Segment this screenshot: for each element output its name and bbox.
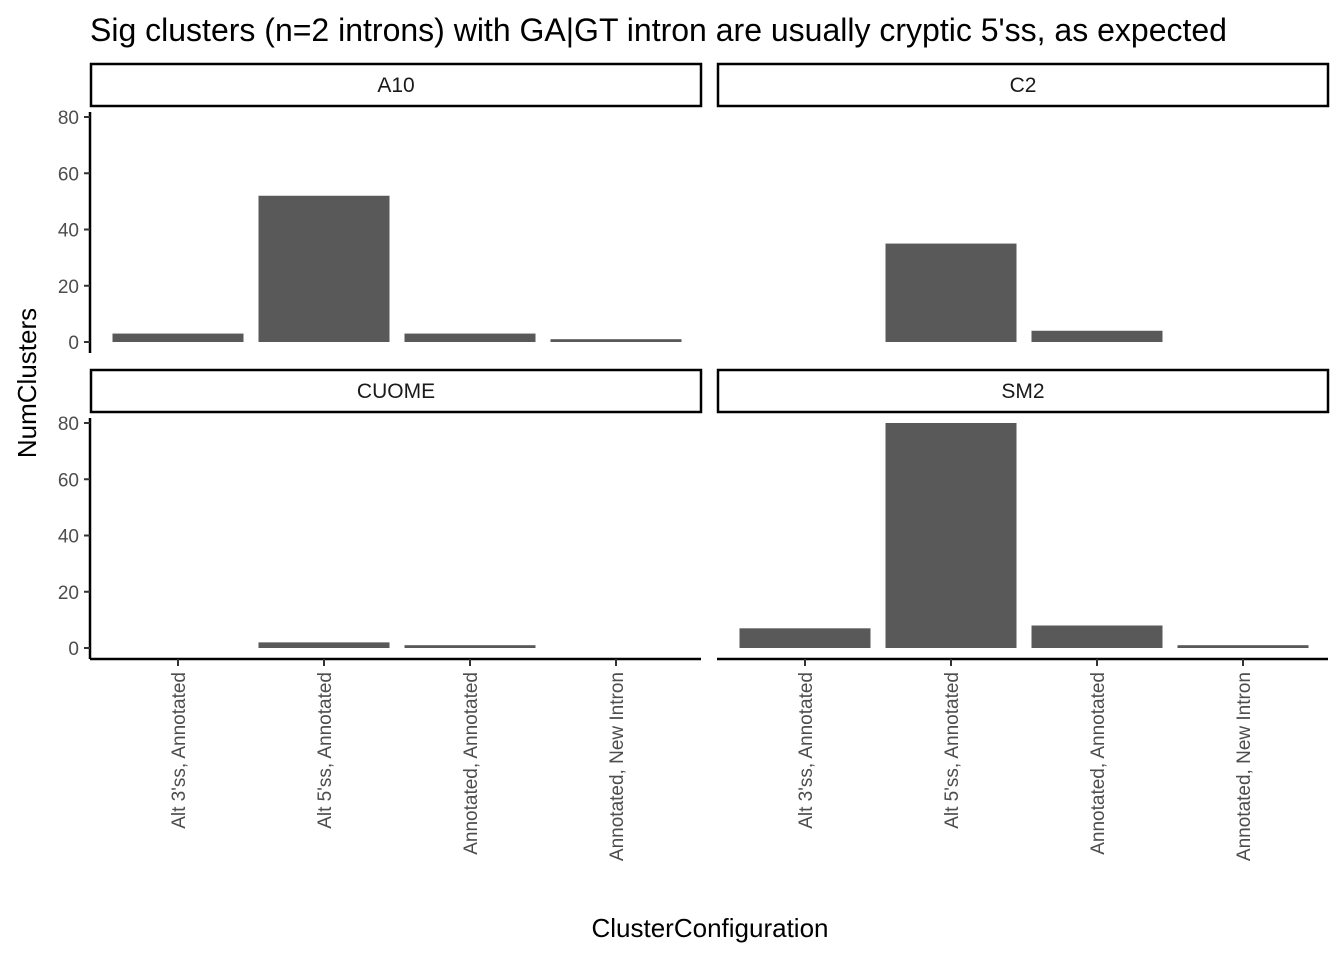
- y-tick-label: 40: [58, 527, 79, 548]
- facet-strip-label: C2: [1010, 74, 1037, 97]
- bar: [739, 628, 871, 648]
- bar: [1031, 625, 1163, 648]
- y-tick-label: 0: [68, 639, 79, 660]
- x-tick-label: Alt 3'ss, Annotated: [796, 672, 817, 829]
- y-tick-label: 80: [58, 108, 79, 129]
- y-tick-label: 60: [58, 470, 79, 491]
- x-tick-label: Annotated, Annotated: [1088, 672, 1109, 855]
- facet-strip-label: SM2: [1001, 380, 1044, 403]
- bar: [404, 333, 536, 342]
- y-tick-label: 40: [58, 221, 79, 242]
- x-tick-label: Annotated, New Intron: [1234, 672, 1255, 861]
- bar: [258, 642, 390, 648]
- facet-strip: [89, 368, 703, 414]
- y-tick-label: 80: [58, 414, 79, 435]
- y-axis-title: NumClusters: [12, 308, 42, 458]
- x-axis-title: ClusterConfiguration: [591, 913, 828, 943]
- facet-strip: [716, 62, 1330, 108]
- y-tick-label: 60: [58, 164, 79, 185]
- x-tick-label: Annotated, Annotated: [461, 672, 482, 855]
- facet-strip: [716, 368, 1330, 414]
- bar: [1177, 645, 1309, 648]
- bar: [258, 195, 390, 342]
- x-tick-label: Alt 3'ss, Annotated: [169, 672, 190, 829]
- x-tick-label: Annotated, New Intron: [607, 672, 628, 861]
- bar: [550, 339, 682, 342]
- bar: [1031, 330, 1163, 342]
- y-tick-label: 20: [58, 277, 79, 298]
- x-tick-label: Alt 5'ss, Annotated: [942, 672, 963, 829]
- x-tick-label: Alt 5'ss, Annotated: [315, 672, 336, 829]
- facet-a10: A10 0 20 40 60 80: [58, 62, 703, 354]
- facet-c2: C2: [716, 62, 1330, 342]
- bar: [885, 423, 1017, 648]
- bar: [404, 645, 536, 648]
- facet-strip-label: A10: [377, 74, 414, 97]
- facet-strip-label: CUOME: [357, 380, 435, 403]
- facet-strip: [89, 62, 703, 108]
- chart-title: Sig clusters (n=2 introns) with GA|GT in…: [90, 12, 1227, 48]
- y-tick-label: 20: [58, 583, 79, 604]
- y-tick-label: 0: [68, 333, 79, 354]
- bar: [112, 333, 244, 342]
- bar: [885, 243, 1017, 342]
